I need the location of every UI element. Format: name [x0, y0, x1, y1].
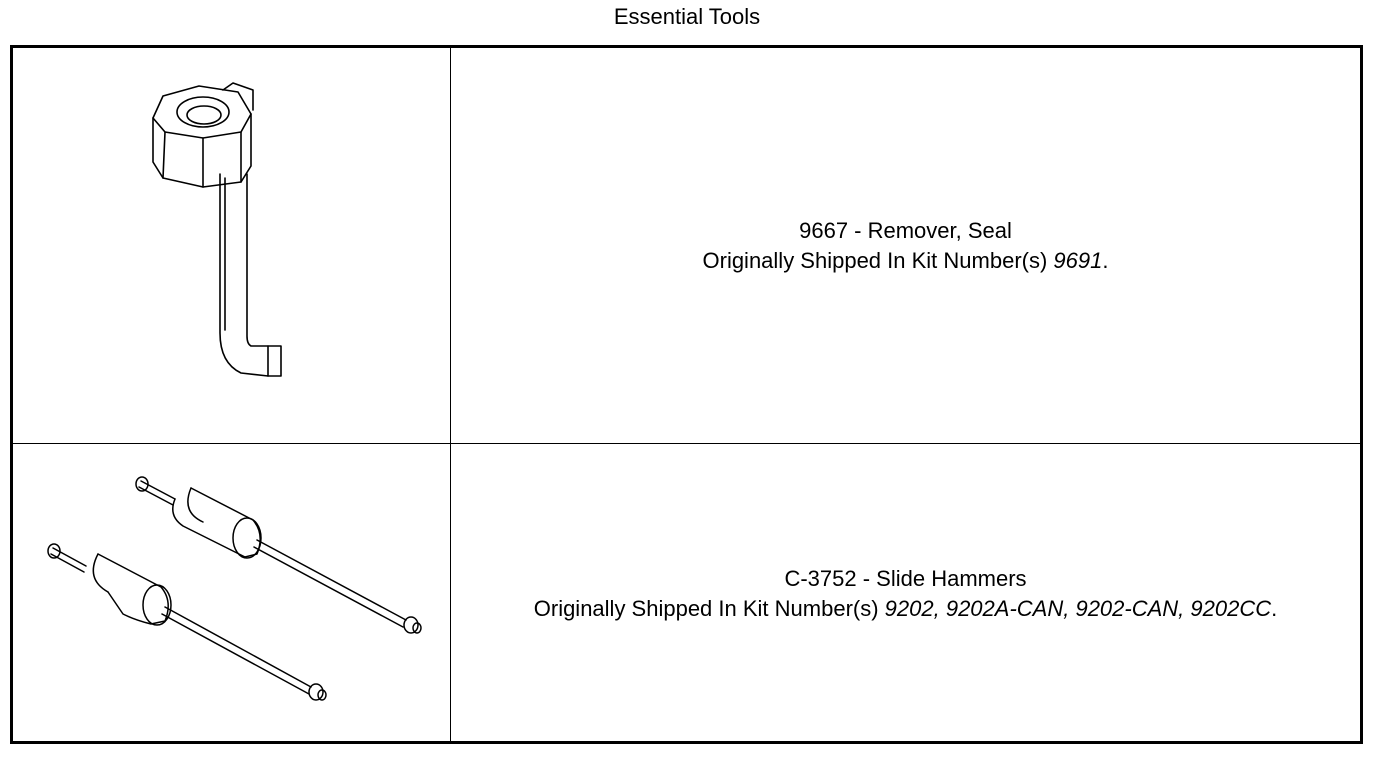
kit-numbers: 9202, 9202A-CAN, 9202-CAN, 9202CC [884, 596, 1272, 621]
tool-image-cell [13, 48, 450, 443]
page-title: Essential Tools [613, 4, 761, 29]
kit-line-suffix: . [1102, 248, 1109, 273]
kit-line: Originally Shipped In Kit Number(s) 9202… [451, 594, 1360, 624]
kit-line-prefix: Originally Shipped In Kit Number(s) [533, 596, 885, 621]
kit-line: Originally Shipped In Kit Number(s) 9691… [451, 246, 1360, 276]
tool-image-cell [13, 444, 450, 741]
kit-line-prefix: Originally Shipped In Kit Number(s) [702, 248, 1054, 273]
slide-hammers-icon [47, 476, 422, 701]
tool-name: C-3752 - Slide Hammers [784, 566, 1027, 591]
kit-line-suffix: . [1271, 596, 1278, 621]
tools-table: 9667 - Remover, Seal Originally Shipped … [10, 45, 1363, 744]
column-divider [450, 48, 451, 741]
seal-remover-icon [152, 82, 282, 377]
tool-description-cell: 9667 - Remover, Seal Originally Shipped … [451, 216, 1360, 276]
row-divider [13, 443, 1360, 444]
tool-name: 9667 - Remover, Seal [799, 218, 1012, 243]
tool-description-cell: C-3752 - Slide Hammers Originally Shippe… [451, 564, 1360, 624]
kit-numbers: 9691 [1053, 248, 1103, 273]
